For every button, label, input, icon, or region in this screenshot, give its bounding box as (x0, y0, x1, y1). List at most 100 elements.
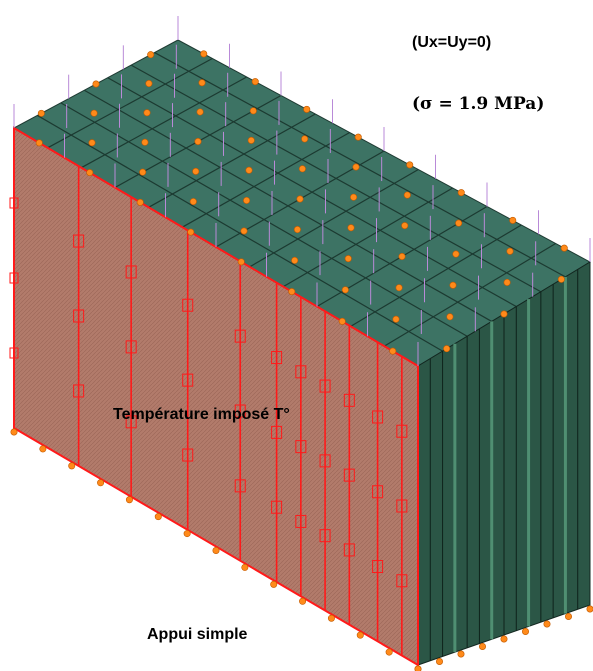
constraint-symbol (125, 496, 133, 504)
top-grid-line (130, 64, 542, 293)
top-grid-line (384, 242, 556, 347)
constraint-symbol (298, 165, 306, 173)
node-marker (73, 384, 85, 398)
constraint-symbol (296, 195, 304, 203)
node-marker (319, 379, 331, 393)
constraint-symbol (154, 513, 162, 521)
constraint-symbol (500, 310, 508, 318)
constraint-symbol (385, 648, 393, 656)
top-grid-line (182, 131, 350, 228)
node-marker (271, 351, 283, 365)
node-marker (319, 454, 331, 468)
top-grid-line (83, 89, 493, 322)
constraint-symbol (136, 198, 144, 206)
constraint-symbol (187, 228, 195, 236)
constraint-symbol (478, 642, 486, 650)
node-marker (295, 514, 307, 528)
constraint-symbol (37, 109, 45, 117)
node-marker (396, 574, 408, 588)
constraint-symbol (198, 79, 206, 87)
constraint-symbol (564, 612, 572, 620)
node-marker (9, 272, 19, 284)
constraint-symbol (88, 139, 96, 147)
constraint-symbol (341, 286, 349, 294)
constraint-symbol (506, 247, 514, 255)
top-grid-line (107, 77, 517, 308)
constraint-symbol (92, 80, 100, 88)
constraint-symbol (243, 196, 251, 204)
constraint-symbol (350, 193, 358, 201)
node-marker (182, 448, 194, 462)
node-marker (234, 329, 246, 343)
node-marker (295, 440, 307, 454)
constraint-symbol (183, 530, 191, 538)
constraint-symbol (389, 347, 397, 355)
constraint-symbol (293, 226, 301, 234)
top-grid-line (154, 52, 566, 278)
constraint-symbol (200, 50, 208, 58)
constraint-symbol (452, 250, 460, 258)
constraint-symbol (39, 445, 47, 453)
constraint-symbol (288, 288, 296, 296)
top-grid-line (249, 168, 419, 268)
constraint-symbol (356, 631, 364, 639)
constraint-symbol (347, 224, 355, 232)
constraint-symbol (395, 284, 403, 292)
node-marker (372, 410, 384, 424)
node-marker (271, 500, 283, 514)
load-arrows (13, 16, 591, 366)
node-marker (125, 340, 137, 354)
constraint-symbol (301, 135, 309, 143)
node-marker (234, 404, 246, 418)
boundary-condition-label: (Ux=Uy=0) (412, 34, 492, 51)
constraint-symbol (403, 191, 411, 199)
constraint-symbol (291, 256, 299, 264)
node-marker (9, 347, 19, 359)
constraint-symbol (406, 161, 414, 169)
node-marker (73, 234, 85, 248)
constraint-symbol (449, 281, 457, 289)
constraint-symbol (189, 198, 197, 206)
support-label: Appui simple (147, 626, 248, 643)
constraint-symbol (352, 163, 360, 171)
temperature-label: Température imposé T° (113, 406, 290, 423)
front-face (14, 128, 418, 665)
constraint-symbol (68, 462, 76, 470)
constraint-symbol (401, 222, 409, 230)
node-marker (396, 499, 408, 513)
constraint-symbol (270, 580, 278, 588)
node-marker (319, 529, 331, 543)
constraint-symbol (457, 189, 465, 197)
constraint-symbol (560, 244, 568, 252)
top-grid-line (37, 114, 443, 352)
node-marker (182, 373, 194, 387)
constraint-symbol (212, 546, 220, 554)
constraint-symbol (543, 620, 551, 628)
pressure-label: (σ = 1.9 MPa) (412, 94, 545, 114)
constraint-symbol (509, 216, 517, 224)
node-marker (372, 485, 384, 499)
constraint-symbol (97, 479, 105, 487)
constraint-symbol (354, 133, 362, 141)
constraint-symbol (237, 258, 245, 266)
constraint-symbol (251, 78, 259, 86)
node-marker (9, 197, 19, 209)
constraint-symbol (457, 650, 465, 658)
node-marker (343, 468, 355, 482)
top-grid-line (148, 113, 316, 208)
constraint-symbol (455, 219, 463, 227)
constraint-symbol (414, 665, 422, 671)
constraint-symbol (196, 108, 204, 116)
constraint-symbol (194, 138, 202, 146)
top-grid-line (283, 187, 453, 288)
constraint-symbol (10, 428, 18, 436)
node-marker (295, 365, 307, 379)
constraint-symbol (446, 313, 454, 321)
node-marker (343, 543, 355, 557)
constraint-symbol (503, 278, 511, 286)
node-marker (125, 415, 137, 429)
constraint-symbol (521, 627, 529, 635)
front-mesh-lines (9, 126, 419, 667)
constraint-symbol (192, 167, 200, 175)
